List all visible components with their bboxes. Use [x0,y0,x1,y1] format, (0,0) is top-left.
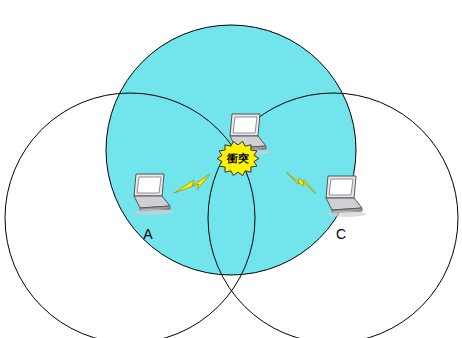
station-label: C [336,226,346,242]
station-label: A [143,226,152,242]
laptop-icon [326,176,366,217]
laptop-icon [134,174,174,215]
collision-burst: 衝突 [216,140,260,177]
range-circle [106,25,356,275]
burst-outline [217,141,259,175]
signal-bolt [286,172,316,194]
signal-bolt [174,174,210,193]
range-circle [208,93,458,338]
range-circle [5,93,255,338]
burst-text: 衝突 [227,151,249,166]
